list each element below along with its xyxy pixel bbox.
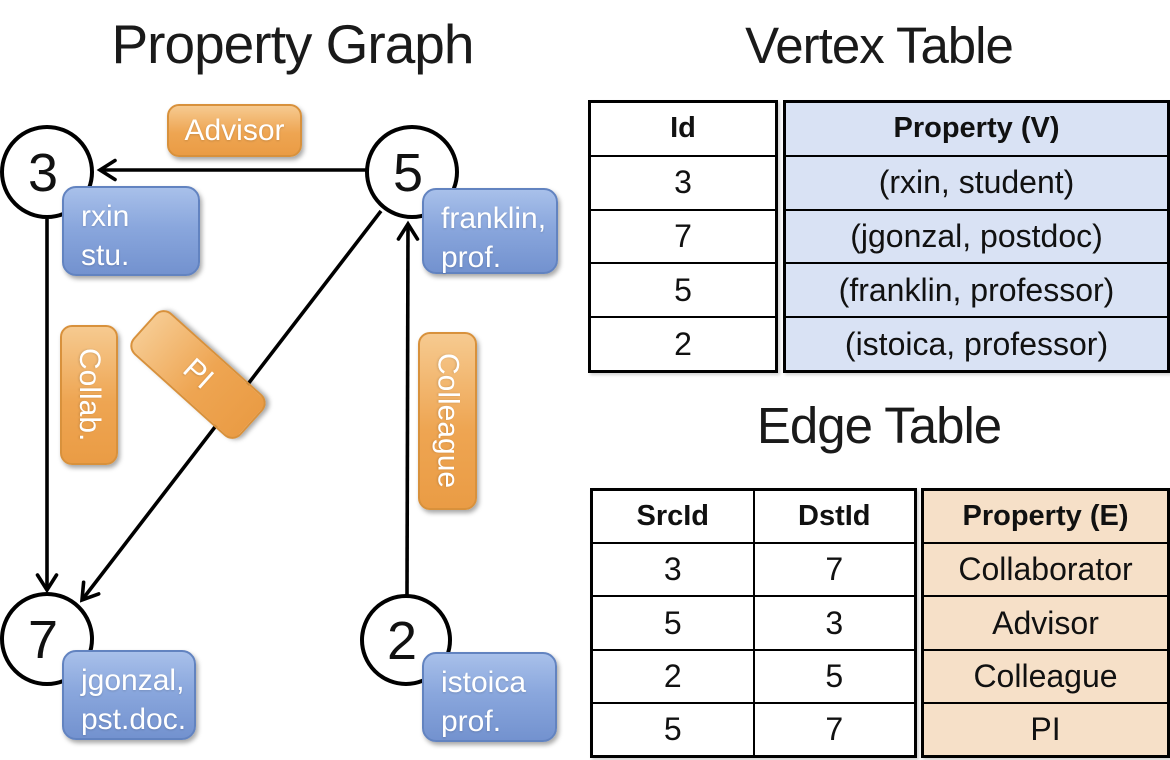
edge-table-title: Edge Table	[756, 397, 1002, 454]
table-cell: Advisor	[924, 595, 1167, 648]
edge-arrow-2-to-5	[396, 220, 420, 597]
table-header-row: SrcId DstId	[593, 491, 915, 543]
table-cell: 2	[591, 316, 775, 370]
table-cell: 7	[752, 703, 915, 756]
table-cell: (jgonzal, postdoc)	[786, 208, 1167, 263]
property-line: stu.	[81, 239, 130, 272]
column-header: Property (V)	[893, 112, 1060, 145]
property-line: pst.doc.	[81, 703, 187, 736]
vertex-table-title: Vertex Table	[745, 17, 1014, 74]
column-header: DstId	[752, 491, 915, 543]
property-line: rxin	[81, 200, 130, 233]
table-cell: PI	[924, 701, 1167, 755]
vertex-table-id-column: Id 3 7 5 2	[588, 100, 778, 373]
table-cell: 3	[752, 597, 915, 649]
edge-label-collab: Collab.	[60, 325, 118, 465]
table-row: 5 7	[593, 701, 915, 756]
table-cell: 7	[752, 544, 915, 596]
property-line: prof.	[441, 241, 502, 274]
table-cell: Collaborator	[924, 542, 1167, 595]
node-5-property-box: franklin, prof.	[422, 188, 558, 274]
property-graph-title: Property Graph	[111, 13, 474, 75]
property-line: prof.	[441, 705, 502, 738]
node-7-label: 7	[28, 610, 58, 670]
table-cell: 3	[591, 154, 775, 209]
node-3-property-box: rxin stu.	[62, 186, 200, 276]
table-cell: 2	[663, 657, 682, 694]
node-7-property-box: jgonzal, pst.doc.	[62, 650, 196, 740]
table-row: 5 3	[593, 595, 915, 649]
table-cell: 3	[663, 551, 682, 588]
table-cell: (rxin, student)	[786, 154, 1167, 209]
edge-table-src-dst-columns: SrcId DstId 3 7 5 3 2 5 5 7	[590, 488, 917, 758]
property-line: istoica	[441, 666, 527, 699]
column-header: SrcId	[636, 500, 710, 533]
edge-table-property-column: Property (E) Collaborator Advisor Collea…	[921, 488, 1170, 758]
property-line: franklin,	[441, 202, 547, 235]
table-cell: (franklin, professor)	[786, 262, 1167, 316]
node-2-label: 2	[387, 611, 417, 671]
table-cell: (istoica, professor)	[786, 316, 1167, 370]
node-5-label: 5	[393, 143, 423, 203]
node-2-property-box: istoica prof.	[422, 652, 557, 742]
column-header: Property (E)	[962, 500, 1129, 533]
edge-label-advisor: Advisor	[167, 104, 302, 157]
table-cell: 5	[752, 650, 915, 702]
node-3-label: 3	[28, 143, 58, 203]
vertex-table-property-column: Property (V) (rxin, student) (jgonzal, p…	[783, 100, 1170, 373]
table-row: 2 5	[593, 648, 915, 702]
property-line: jgonzal,	[81, 664, 185, 697]
edge-label-colleague: Colleague	[418, 332, 477, 510]
table-cell: 7	[591, 208, 775, 263]
vertex-table: Id 3 7 5 2 Property (V) (rxin, student) …	[588, 100, 1170, 373]
edge-table: SrcId DstId 3 7 5 3 2 5 5 7 Property (E)…	[590, 488, 1170, 758]
table-cell: 5	[663, 604, 682, 641]
table-cell: 5	[591, 262, 775, 316]
table-row: 3 7	[593, 542, 915, 596]
table-cell: Colleague	[924, 648, 1167, 702]
column-header: Id	[670, 112, 696, 145]
table-cell: 5	[663, 710, 682, 747]
